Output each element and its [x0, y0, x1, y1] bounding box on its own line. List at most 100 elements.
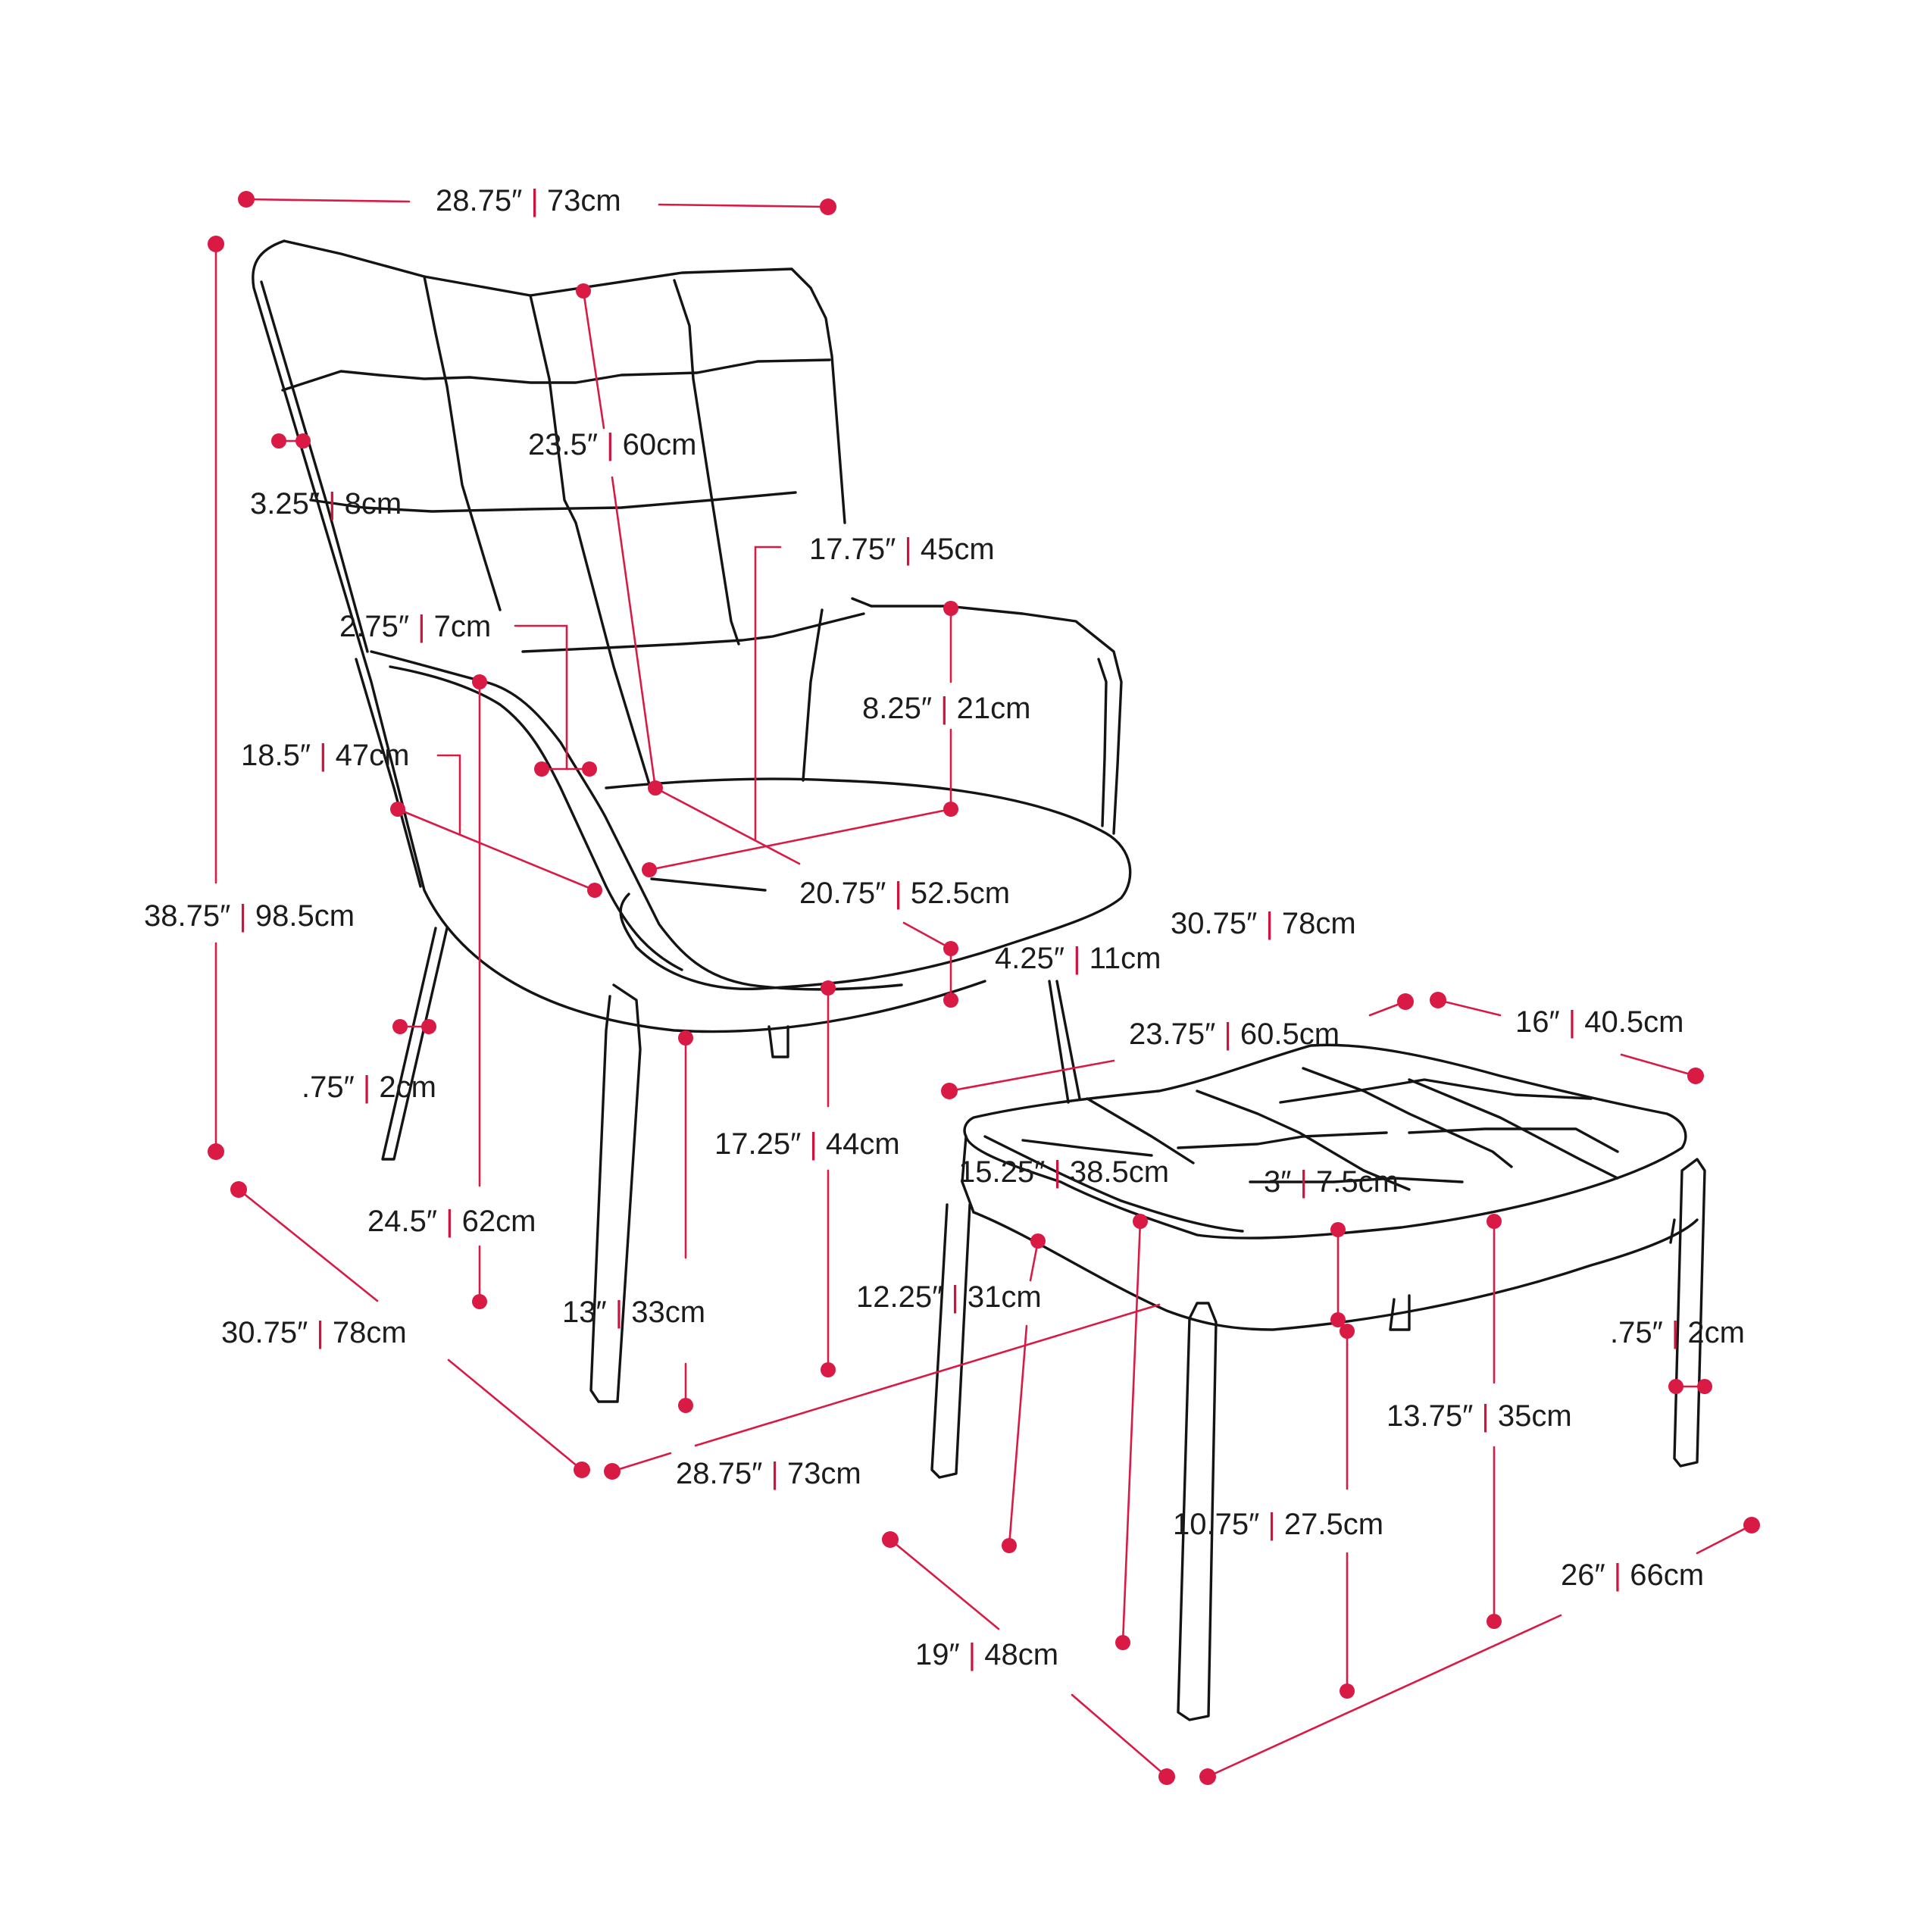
label-chair-width-bottom: 28.75″ | 73cm	[676, 1457, 861, 1490]
measure-dot	[943, 601, 958, 616]
measure-dot	[1487, 1214, 1502, 1229]
measure-line	[1008, 1324, 1028, 1547]
measure-dot	[587, 883, 602, 898]
chair-leg-rear-right	[1055, 980, 1081, 1100]
measure-dot	[208, 236, 224, 252]
measure-dot	[678, 1398, 693, 1413]
measure-dot	[882, 1531, 899, 1548]
chair-tuft-row	[281, 358, 831, 392]
measure-line	[514, 624, 568, 771]
measure-dot	[1133, 1214, 1148, 1229]
ottoman-leg-front-right	[1389, 1294, 1411, 1331]
ottoman-tuft-line	[1196, 1089, 1411, 1191]
chair-leg-rear-right-long	[1048, 980, 1070, 1104]
label-back-frame-depth: 3.25″ | 8cm	[250, 487, 402, 521]
chair-backrest-shell	[252, 239, 986, 1033]
ottoman-tuft-row	[1249, 1177, 1464, 1183]
measure-line	[754, 546, 782, 841]
chair-right-arm	[851, 597, 1123, 835]
measure-line	[902, 921, 952, 950]
label-ottoman-leg-width: .75″ | 2cm	[1610, 1316, 1745, 1349]
measure-line	[245, 198, 411, 203]
measure-dot	[1158, 1768, 1175, 1785]
ottoman-leg-right-inner	[1669, 1218, 1676, 1244]
measure-dot	[208, 1143, 224, 1160]
measure-dot	[1487, 1614, 1502, 1629]
chair-tuft-line	[529, 294, 653, 793]
measure-dot	[1687, 1068, 1704, 1084]
chair-left-arm-inner	[389, 665, 683, 971]
label-ottoman-leg-height: 10.75″ | 27.5cm	[1173, 1508, 1383, 1541]
ottoman-tuft-line	[1086, 1097, 1195, 1165]
measure-line	[1436, 999, 1502, 1017]
label-back-cushion-thickness: 2.75″ | 7cm	[339, 610, 491, 643]
measure-line	[1620, 1053, 1697, 1077]
chair-backrest-inner-edge	[260, 280, 369, 653]
ottoman-tuft-row	[1408, 1127, 1619, 1153]
chair-tuft-line	[423, 275, 502, 611]
ottoman-tuft-row	[1177, 1131, 1388, 1149]
measure-dot	[943, 941, 958, 956]
label-ottoman-top-depth: 16″ | 40.5cm	[1515, 1005, 1683, 1039]
label-backrest-height: 23.5″ | 60cm	[528, 428, 696, 461]
label-chair-width-top: 28.75″ | 73cm	[436, 184, 621, 217]
label-ottoman-height: 13.75″ | 35cm	[1386, 1399, 1572, 1433]
measure-line	[694, 1303, 1161, 1447]
label-seat-depth-inner: 17.75″ | 45cm	[809, 533, 995, 566]
measure-dot	[392, 1019, 408, 1034]
chair-right-arm-inner	[802, 608, 824, 782]
measure-line	[658, 203, 830, 208]
measure-dot	[642, 862, 657, 877]
label-armrest-height: 8.25″ | 21cm	[862, 692, 1030, 725]
label-seat-height: 17.25″ | 44cm	[714, 1127, 900, 1161]
measure-dot	[1668, 1379, 1683, 1394]
measure-line	[611, 1452, 672, 1473]
measure-line	[436, 754, 461, 835]
measure-dot	[295, 433, 311, 449]
label-ottoman-inner-depth: 15.25″ | 38.5cm	[958, 1155, 1169, 1189]
label-seat-width: 20.75″ | 52.5cm	[799, 877, 1010, 910]
measurement-labels: 28.75″ | 73cm 38.75″ | 98.5cm 3.25″ | 8c…	[144, 184, 1745, 1671]
measure-dot	[421, 1019, 436, 1034]
label-chair-leg-width: .75″ | 2cm	[302, 1071, 436, 1104]
chair-tuft-row	[309, 491, 797, 513]
measure-dot	[230, 1181, 247, 1198]
label-ottoman-cushion: 3″ | 7.5cm	[1264, 1165, 1399, 1199]
measure-dot	[1002, 1538, 1017, 1553]
label-chair-leg-height: 13″ | 33cm	[562, 1296, 705, 1329]
measure-dot	[941, 1083, 958, 1099]
measure-dot	[1115, 1635, 1130, 1650]
chair-tuft-line	[673, 279, 740, 646]
measure-dot	[604, 1463, 621, 1480]
chair-right-arm-front	[1097, 658, 1108, 827]
label-ottoman-width: 26″ | 66cm	[1561, 1558, 1704, 1592]
ottoman-tuft-line	[1408, 1078, 1619, 1180]
measure-dot	[534, 761, 549, 777]
measure-dot	[1340, 1324, 1355, 1339]
measure-dot	[1697, 1379, 1712, 1394]
measure-line	[654, 786, 801, 865]
measure-dot	[820, 199, 836, 215]
measure-dot	[1330, 1312, 1346, 1327]
ottoman-tuft-line	[1302, 1067, 1513, 1168]
ottoman-top	[963, 1043, 1687, 1240]
measure-line	[1696, 1524, 1753, 1555]
measure-line	[1071, 1693, 1168, 1778]
measure-line	[648, 808, 952, 871]
measure-dot	[1030, 1233, 1046, 1249]
measure-dot	[943, 993, 958, 1008]
measure-dot	[271, 433, 286, 449]
ottoman-base	[972, 1211, 1699, 1331]
measure-line	[948, 1059, 1115, 1093]
label-seat-cushion-thickness: 4.25″ | 11cm	[995, 942, 1161, 975]
ottoman-leg-rear-right	[1673, 1158, 1706, 1468]
measure-line	[889, 1538, 1000, 1630]
label-ottoman-depth: 19″ | 48cm	[915, 1638, 1058, 1671]
chair-leg-front-left	[589, 983, 642, 1403]
chair-seat-cushion	[605, 777, 1132, 991]
ottoman-top-inner-edge	[983, 1135, 1244, 1233]
chair-leg-front-right	[767, 1025, 789, 1058]
measure-line	[447, 1358, 583, 1471]
